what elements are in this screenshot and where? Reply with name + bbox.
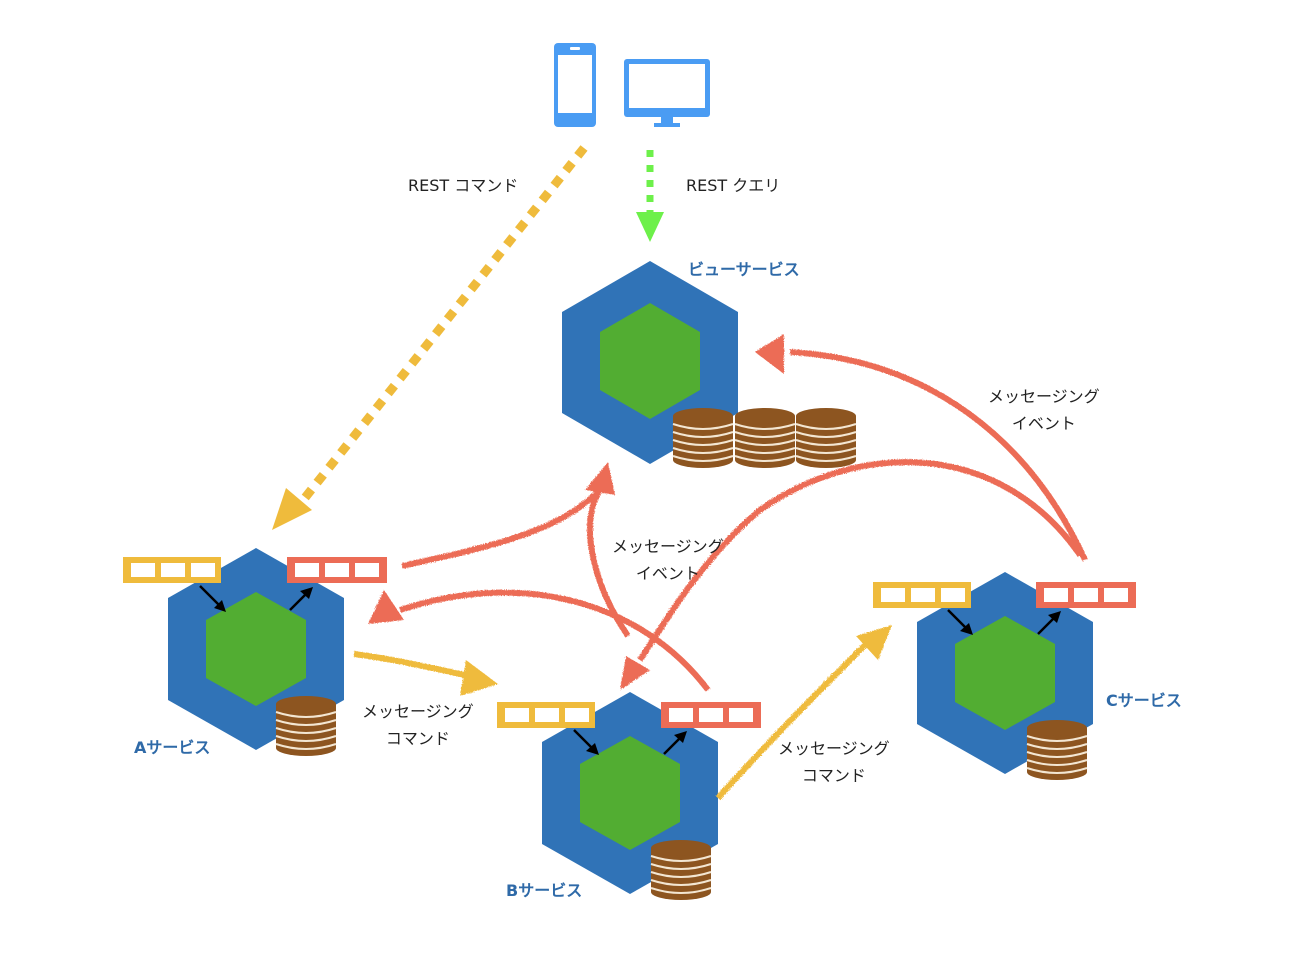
command-ab-line2: コマンド [385,729,450,748]
database-icon [795,407,857,469]
command-queue-icon [873,582,971,608]
command-ab-label: メッセージング コマンド [362,698,474,752]
database-icon [275,695,337,757]
command-queue-icon [497,702,595,728]
command-bc-label: メッセージング コマンド [778,735,890,789]
database-icon [650,839,712,901]
view-service-node [562,261,857,469]
database-icon [672,407,734,469]
event-right-line2: イベント [1011,414,1076,433]
event-right-line1: メッセージング [988,387,1100,406]
smartphone-icon [554,43,596,127]
service-a-node [123,548,387,757]
event-arrowhead [585,462,615,495]
event-arrowhead [620,656,650,690]
database-icon [1026,719,1088,781]
event-arrows [368,334,1088,692]
command-arrowhead [460,660,498,696]
database-icon [734,407,796,469]
view-service-label: ビューサービス [688,260,800,279]
rest-query-arrow [636,150,664,242]
event-queue-icon [287,557,387,583]
command-arrow-b-to-c [715,637,873,801]
event-arrow-c-to-b [637,459,1083,662]
event-arrow-c-to-view [789,349,1088,562]
rest-query-label: REST クエリ [686,176,781,195]
service-c-label: Cサービス [1106,691,1182,710]
command-arrowhead [856,625,892,660]
service-c-node [873,572,1136,781]
command-queue-icon [123,557,221,583]
service-b-node [497,692,761,901]
service-b-label: Bサービス [506,881,583,900]
event-queue-icon [1036,582,1136,608]
event-arrow-b-to-a [399,589,711,692]
rest-command-label: REST コマンド [408,176,519,195]
event-center-line1: メッセージング [612,537,724,556]
rest-command-arrow [272,145,588,530]
event-arrowhead [368,590,404,624]
event-arrow-b-to-view [587,488,631,638]
service-a-label: Aサービス [134,738,211,757]
command-arrows [353,625,892,801]
event-queue-icon [661,702,761,728]
event-center-label: メッセージング イベント [612,533,724,587]
command-arrow-a-to-b [353,651,471,679]
command-bc-line1: メッセージング [778,739,890,758]
event-center-line2: イベント [635,564,700,583]
command-bc-line2: コマンド [801,766,866,785]
command-ab-line1: メッセージング [362,702,474,721]
event-arrowhead [755,334,784,374]
desktop-monitor-icon [624,59,710,127]
event-right-label: メッセージング イベント [988,383,1100,437]
event-arrow-a-to-view [401,487,603,569]
